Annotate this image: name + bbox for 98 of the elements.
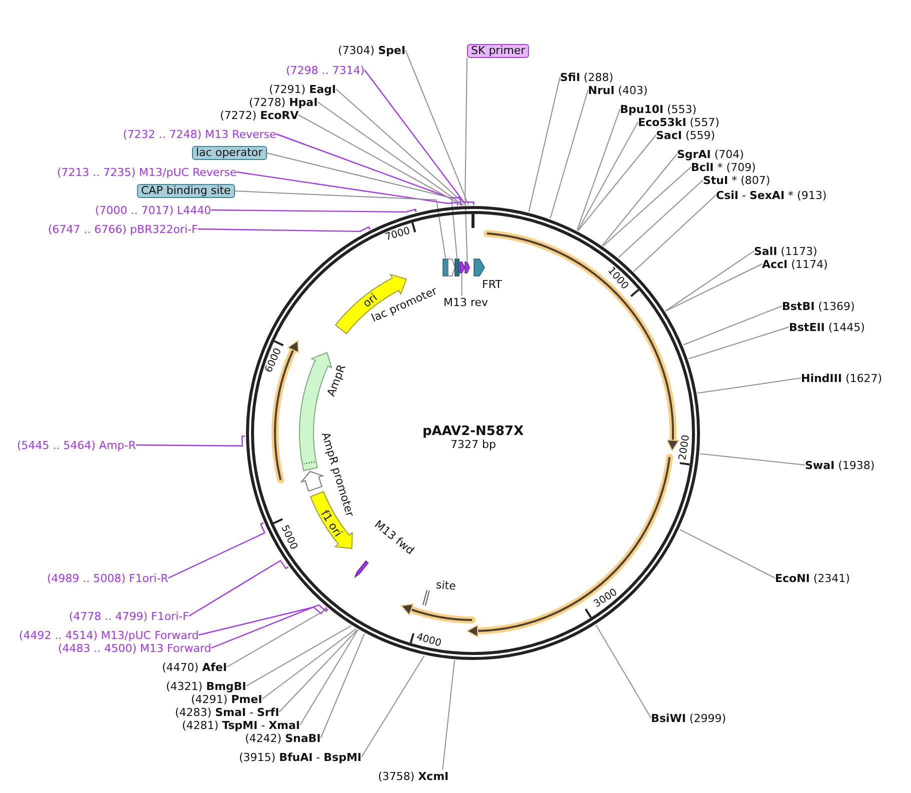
restriction-site-label: CsiI - SexAI* (913) xyxy=(716,188,827,202)
leader-line xyxy=(246,625,352,686)
leader-line xyxy=(576,108,620,231)
feature-label: M13 rev xyxy=(444,296,488,308)
restriction-site-label: (4281) TspMI - XmaI xyxy=(182,718,300,732)
leader-line xyxy=(602,166,692,246)
leader-line xyxy=(464,58,468,262)
leader-line xyxy=(633,194,716,272)
leader-line xyxy=(679,528,776,578)
feature-label: AmpR xyxy=(324,363,349,398)
leader-line xyxy=(266,152,458,258)
leader-line xyxy=(697,378,802,394)
feature-label: site xyxy=(436,578,456,592)
leader-line xyxy=(300,629,358,726)
leader-line xyxy=(278,629,358,712)
restriction-site-label: (4321) BmgBI xyxy=(166,680,246,692)
plasmid-size: 7327 bp xyxy=(450,438,496,451)
leader-line xyxy=(211,604,328,649)
leader-line xyxy=(596,624,652,718)
leader-line xyxy=(665,264,762,312)
primer-label: (7000 .. 7017) L4440 xyxy=(95,204,212,216)
restriction-site-label: NruI (403) xyxy=(588,84,648,96)
tick-label: 5000 xyxy=(278,524,300,552)
leader-line xyxy=(577,122,638,232)
leader-line xyxy=(276,133,462,206)
tick-label: 4000 xyxy=(414,631,442,650)
primer-label: (4778 .. 4799) F1ori-F xyxy=(69,610,189,622)
leader-line xyxy=(688,326,790,360)
leader-line xyxy=(442,660,456,770)
leader-line xyxy=(298,114,463,206)
restriction-site-label: BclI* (709) xyxy=(691,160,756,174)
leader-line xyxy=(317,102,464,206)
leader-line xyxy=(320,633,365,738)
leader-line xyxy=(188,560,289,617)
restriction-site-label: SgrAI (704) xyxy=(677,148,744,160)
feature-label: ori xyxy=(360,291,380,310)
primer-label: (6747 .. 6766) pBR322ori-F xyxy=(48,222,198,236)
restriction-site-label: (4291) PmeI xyxy=(191,692,262,706)
leader-line xyxy=(226,608,328,668)
leader-line xyxy=(198,226,371,232)
leader-line xyxy=(236,171,458,206)
plasmid-name: pAAV2-N587X xyxy=(422,424,524,438)
tick-label: 6000 xyxy=(264,346,284,374)
leader-line xyxy=(461,274,462,296)
leader-line xyxy=(262,628,357,700)
leader-line xyxy=(361,655,425,758)
leader-line xyxy=(211,208,417,213)
leader-line xyxy=(364,70,474,205)
restriction-site-label: Bpu10I (553) xyxy=(620,102,697,116)
leader-line xyxy=(404,50,469,206)
leader-line xyxy=(578,134,656,232)
restriction-site-label: (7291) EagI xyxy=(269,82,336,96)
restriction-site-label: Eco53kI (557) xyxy=(638,116,720,128)
restriction-site-label: (3915) BfuAI - BspMI xyxy=(239,750,362,764)
restriction-site-label: BsiWI (2999) xyxy=(651,712,726,724)
primer-label: (4989 .. 5008) F1ori-R xyxy=(47,572,168,584)
restriction-site-label: EcoNI (2341) xyxy=(775,572,850,584)
leader-line xyxy=(168,522,266,579)
restriction-site-label: (4470) AfeI xyxy=(162,660,227,674)
primer-tag: SK primer xyxy=(467,44,530,58)
primer-label: (4483 .. 4500) M13 Forward xyxy=(58,642,212,654)
restriction-site-label: HindIII (1627) xyxy=(801,372,882,384)
restriction-site-label: BstEII (1445) xyxy=(789,320,865,334)
restriction-site-label: AccI (1174) xyxy=(762,258,828,270)
tick-label: 7000 xyxy=(384,226,412,244)
primer-label: (5445 .. 5464) Amp-R xyxy=(17,438,136,452)
leader-line xyxy=(618,180,704,258)
leader-line xyxy=(234,190,446,258)
leader-line xyxy=(136,436,246,447)
feature-tag: CAP binding site xyxy=(137,184,235,198)
primer-label: (7232 .. 7248) M13 Reverse xyxy=(123,128,276,140)
restriction-site-label: (7278) HpaI xyxy=(249,96,318,108)
restriction-site-label: BstBI (1369) xyxy=(782,300,855,312)
leader-line xyxy=(335,88,466,206)
restriction-site-label: SfiI (288) xyxy=(560,70,614,84)
restriction-site-label: (3758) XcmI xyxy=(378,770,449,782)
leader-line xyxy=(602,154,678,246)
leader-line xyxy=(550,90,588,219)
tick-label: 2000 xyxy=(677,434,692,462)
restriction-site-label: (4242) SnaBI xyxy=(245,732,321,744)
feature-tag: lac operator xyxy=(192,146,267,160)
feature-label: f1 ori xyxy=(318,508,344,539)
leader-line xyxy=(700,453,806,466)
leader-line xyxy=(198,606,327,636)
primer-label: (7298 .. 7314) xyxy=(286,64,365,76)
restriction-site-label: SacI (559) xyxy=(656,128,716,142)
restriction-site-label: StuI* (807) xyxy=(703,174,770,186)
restriction-site-label: SwaI (1938) xyxy=(805,458,875,472)
restriction-site-label: (7272) EcoRV xyxy=(220,108,299,122)
primer-label: (4492 .. 4514) M13/pUC Forward xyxy=(19,628,199,642)
primer-label: (7213 .. 7235) M13/pUC Reverse xyxy=(57,166,237,178)
restriction-site-label: (4283) SmaI - SrfI xyxy=(175,706,280,718)
leader-line xyxy=(528,76,560,212)
leader-line xyxy=(682,306,782,346)
restriction-site-label: (7304) SpeI xyxy=(338,44,406,56)
feature-label: FRT xyxy=(482,278,502,290)
leader-line xyxy=(665,250,754,312)
restriction-site-label: SalI (1173) xyxy=(754,244,818,258)
